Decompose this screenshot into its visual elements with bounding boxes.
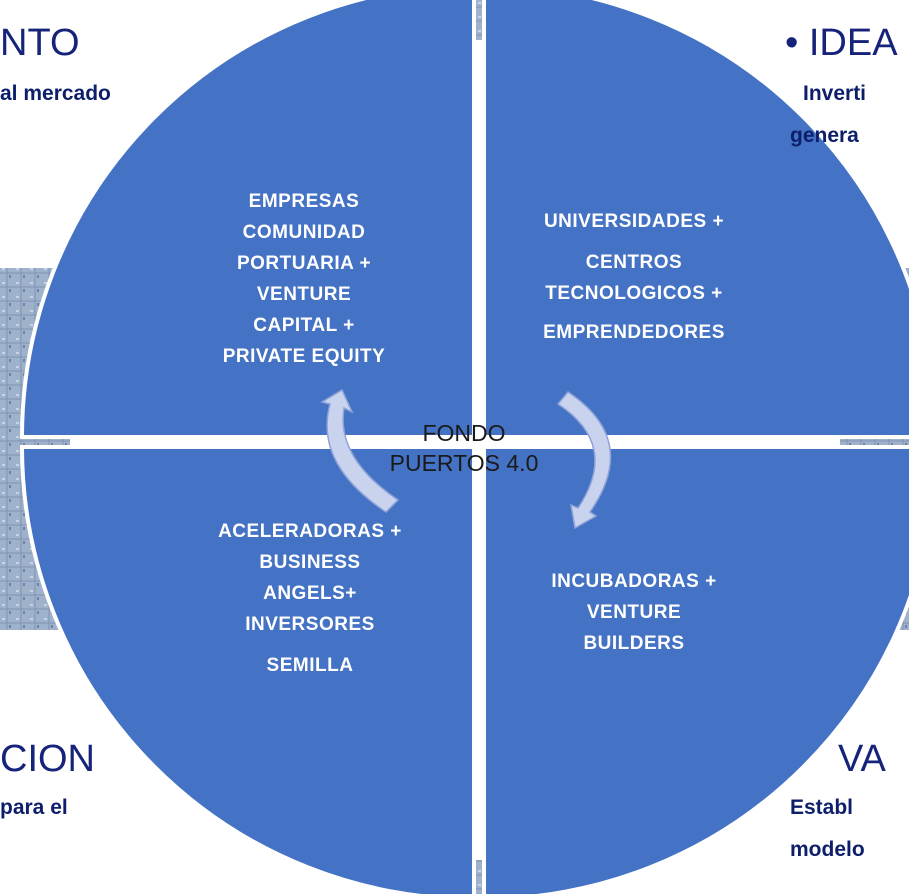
qtl-line-1: EMPRESAS — [248, 191, 360, 212]
qtl-line-5: CAPITAL + — [253, 315, 355, 336]
quadrant-top-left — [19, 0, 476, 439]
quadrant-bottom-left — [19, 445, 476, 894]
arrow-left-curved — [320, 388, 400, 513]
quadrant-top-right — [482, 0, 909, 439]
corner-top-left-title: NTO — [0, 22, 80, 64]
qtl-line-3: PORTUARIA + — [236, 253, 372, 274]
arrow-right-curved — [556, 391, 612, 530]
quadrant-bottom-right — [482, 445, 909, 894]
corner-bottom-right-subtitle-2: modelo — [790, 838, 865, 861]
qtr-line-3: TECNOLOGICOS + — [545, 283, 723, 304]
qtr-line-1: UNIVERSIDADES + — [543, 211, 725, 232]
qtr-line-2: CENTROS — [585, 252, 683, 273]
corner-bottom-right-subtitle-1: Establ — [790, 796, 854, 819]
qbr-line-2: VENTURE — [586, 602, 682, 623]
corner-top-left-subtitle: al mercado — [0, 82, 111, 105]
qbr-line-1: INCUBADORAS + — [551, 571, 717, 592]
corner-bottom-right-title: VA — [838, 738, 886, 780]
qbl-line-2: BUSINESS — [259, 552, 361, 573]
qbr-line-3: BUILDERS — [583, 633, 685, 654]
qtr-line-4: EMPRENDEDORES — [543, 322, 725, 343]
center-line-1: FONDO — [422, 420, 506, 446]
qbl-line-1: ACELERADORAS + — [218, 521, 402, 542]
qtl-line-6: PRIVATE EQUITY — [222, 346, 386, 367]
quadrant-top-left-text: EMPRESAS COMUNIDAD PORTUARIA + VENTURE C… — [168, 186, 440, 372]
corner-top-right-title: • IDEA — [785, 22, 898, 64]
qbl-line-5: SEMILLA — [266, 655, 354, 676]
qtl-line-2: COMUNIDAD — [242, 222, 366, 243]
corner-top-right-subtitle-2: genera — [790, 124, 859, 147]
quadrant-bottom-left-text: ACELERADORAS + BUSINESS ANGELS+ INVERSOR… — [160, 516, 460, 681]
qtl-line-4: VENTURE — [256, 284, 352, 305]
quadrant-bottom-right-text: INCUBADORAS + VENTURE BUILDERS — [484, 566, 784, 659]
corner-top-right-subtitle-1: Inverti — [803, 82, 867, 105]
quadrant-top-right-text: UNIVERSIDADES + CENTROS TECNOLOGICOS + E… — [484, 206, 784, 348]
center-line-2: PUERTOS 4.0 — [389, 450, 539, 476]
corner-bottom-left-title: CION — [0, 738, 95, 780]
center-label: FONDO PUERTOS 4.0 — [330, 418, 598, 478]
qbl-line-3: ANGELS+ — [263, 583, 357, 604]
qbl-line-4: INVERSORES — [245, 614, 375, 635]
corner-bottom-left-subtitle: para el — [0, 796, 68, 819]
